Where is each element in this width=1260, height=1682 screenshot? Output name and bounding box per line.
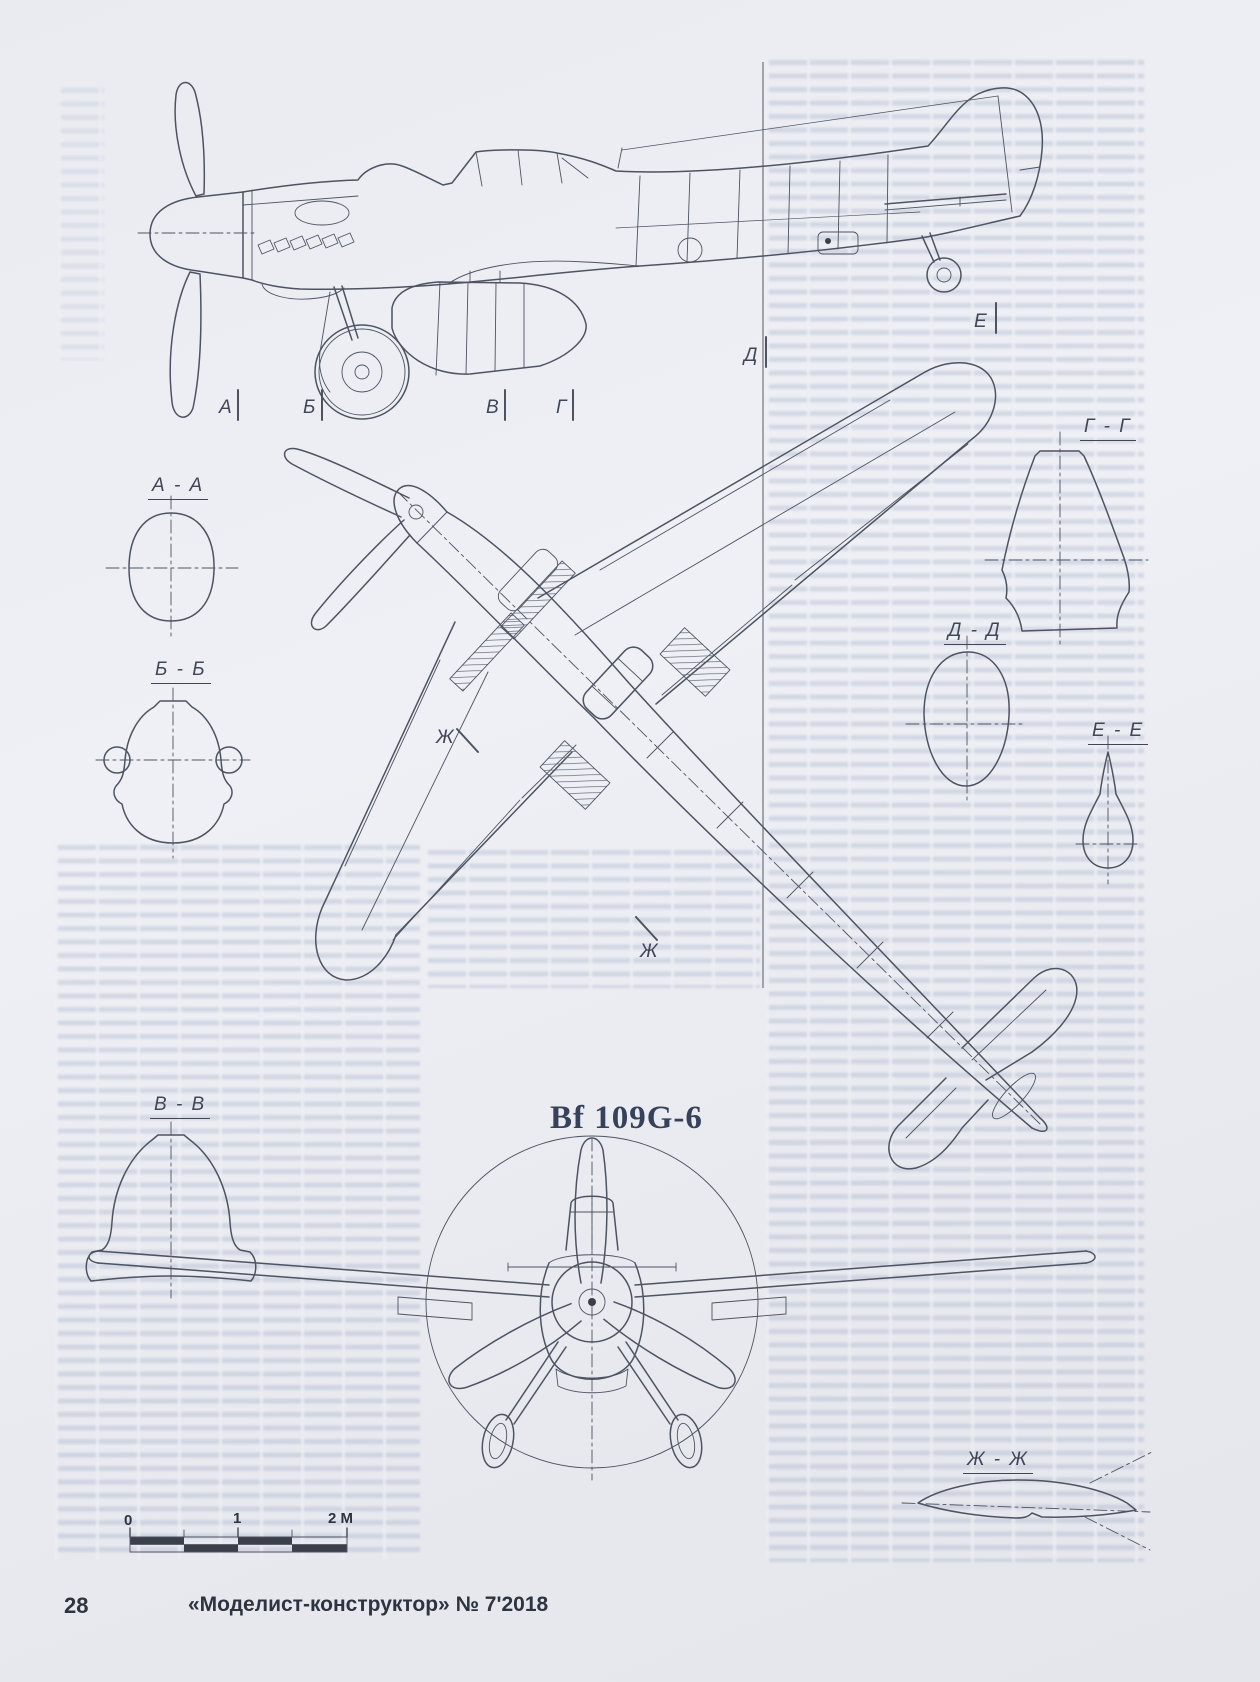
cut-marker-g: Г: [556, 397, 567, 418]
side-view-drawing: [138, 83, 1042, 419]
cross-section-gg: [985, 432, 1148, 648]
front-view-drawing: [89, 1136, 1095, 1480]
bleed-text-column-right: [766, 60, 1144, 1562]
scale-tick-2m: 2 М: [328, 1510, 354, 1527]
section-cut-ticks: [238, 303, 996, 940]
page-title: Bf 109G-6: [550, 1100, 703, 1136]
cut-marker-d: Д: [744, 345, 758, 366]
cross-section-aa: [106, 496, 238, 639]
bleed-text-column-middle: [425, 850, 760, 988]
scale-bar: [130, 1528, 347, 1552]
section-label-dd: Д - Д: [944, 620, 1006, 645]
cut-marker-zh1: Ж: [436, 727, 454, 748]
cross-section-vv: [86, 1122, 256, 1298]
section-label-ee: Е - Е: [1088, 720, 1149, 745]
section-label-aa: А - А: [148, 475, 209, 500]
cut-marker-b: Б: [303, 397, 316, 418]
scale-tick-0: 0: [124, 1512, 133, 1529]
cross-section-ee: [1076, 736, 1140, 884]
section-label-zhzh: Ж - Ж: [963, 1449, 1033, 1474]
bleed-text-margin: [58, 88, 104, 360]
cross-section-zhzh: [902, 1452, 1152, 1550]
cut-marker-e: Е: [974, 311, 987, 332]
scale-tick-1: 1: [233, 1510, 242, 1527]
section-label-vv: В - В: [150, 1094, 211, 1119]
top-view-drawing: [285, 363, 1077, 1169]
footer-magazine-title: «Моделист-конструктор» № 7'2018: [188, 1593, 549, 1616]
cut-marker-zh2: Ж: [640, 941, 658, 962]
cut-marker-v: В: [486, 397, 499, 418]
section-label-bb: Б - Б: [151, 659, 211, 684]
cut-marker-a: А: [219, 397, 232, 418]
footer-page-number: 28: [64, 1593, 89, 1618]
section-label-gg: Г - Г: [1080, 416, 1136, 441]
cross-section-bb: [96, 688, 250, 858]
cross-section-dd: [906, 636, 1026, 802]
bleed-text-column-left: [55, 845, 420, 1560]
